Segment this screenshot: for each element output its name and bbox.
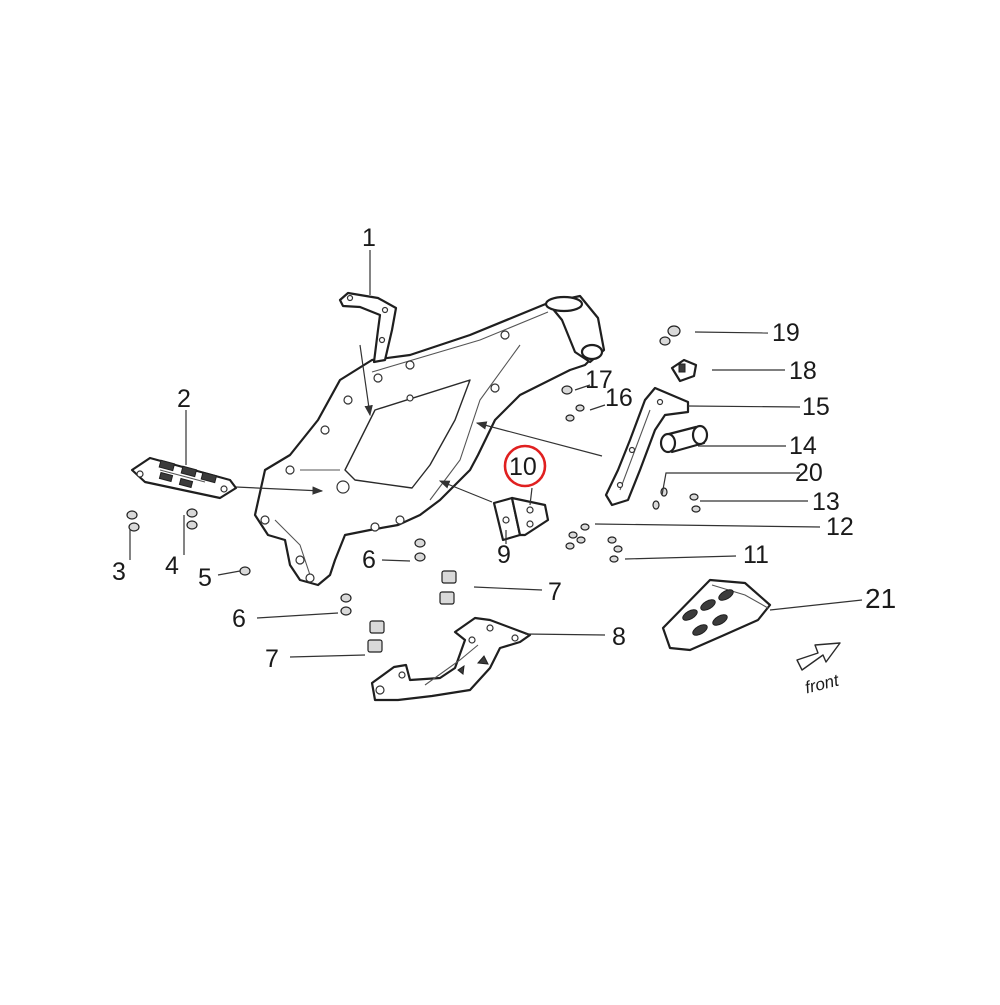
callout-21: 21 <box>865 583 896 614</box>
callout-labels: 1 2 3 4 5 6 6 7 7 8 9 10 11 12 13 14 15 … <box>112 224 896 673</box>
assembly-arrows <box>235 344 603 503</box>
callout-6-upper: 6 <box>362 546 376 574</box>
part-15-vertical-bracket <box>604 386 690 507</box>
callout-14: 14 <box>789 432 817 460</box>
callout-10: 10 <box>509 453 537 481</box>
callout-1: 1 <box>362 224 376 252</box>
callout-19: 19 <box>772 319 800 347</box>
callout-2: 2 <box>177 385 191 413</box>
part-18-clip <box>670 358 698 383</box>
part-10-bracket <box>510 496 550 537</box>
main-frame <box>253 294 606 587</box>
callout-7-lower: 7 <box>265 645 279 673</box>
callout-8: 8 <box>612 623 626 651</box>
callout-7-upper: 7 <box>548 578 562 606</box>
front-label: front <box>803 670 842 697</box>
front-arrow-icon <box>796 642 841 671</box>
callout-17: 17 <box>585 366 613 394</box>
callout-3: 3 <box>112 558 126 586</box>
callout-4: 4 <box>165 552 179 580</box>
part-8-lower-bracket <box>370 616 532 702</box>
leader-lines <box>129 250 863 658</box>
part-2-mounting-plate <box>130 456 238 500</box>
callout-5: 5 <box>198 564 212 592</box>
part-14-spacer <box>659 424 709 454</box>
callout-6-lower: 6 <box>232 605 246 633</box>
callout-12: 12 <box>826 513 854 541</box>
callout-11: 11 <box>743 541 769 569</box>
callout-20: 20 <box>795 459 823 487</box>
callout-16: 16 <box>605 384 633 412</box>
callout-13: 13 <box>812 488 840 516</box>
callout-18: 18 <box>789 357 817 385</box>
part-21-skid-plate <box>661 578 772 652</box>
callout-15: 15 <box>802 393 830 421</box>
front-direction-indicator: front <box>796 642 842 697</box>
highlight-ring <box>503 444 547 488</box>
callout-9: 9 <box>497 541 511 569</box>
part-1-upper-bracket <box>338 291 398 364</box>
